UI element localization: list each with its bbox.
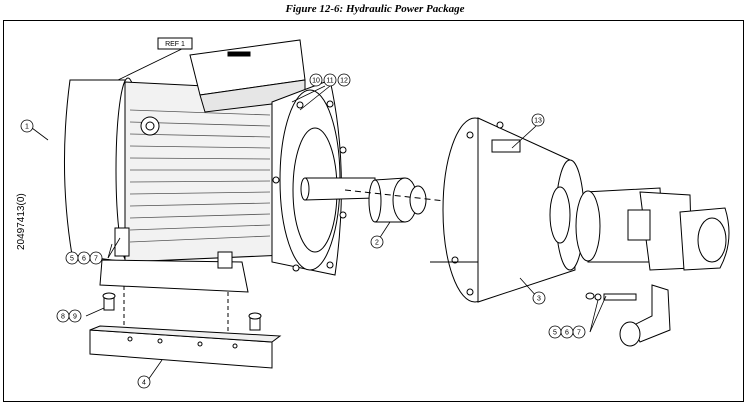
callout-6-left: 6 bbox=[82, 256, 86, 263]
mounting-bolts bbox=[102, 286, 262, 340]
bell-housing bbox=[430, 117, 585, 303]
callout-2: 2 bbox=[375, 240, 379, 247]
callout-4: 4 bbox=[142, 380, 146, 387]
base-rail bbox=[89, 325, 282, 369]
figure-title: Figure 12-6: Hydraulic Power Package bbox=[285, 3, 465, 15]
ref-callout-label: REF 1 bbox=[165, 41, 185, 48]
callout-circles bbox=[20, 73, 586, 389]
motor-shaft bbox=[300, 177, 376, 201]
leader-lines bbox=[31, 44, 607, 381]
electric-motor bbox=[124, 81, 286, 263]
callout-9: 9 bbox=[73, 314, 77, 321]
callout-1: 1 bbox=[25, 124, 29, 131]
drawing-number: 20497413(0) bbox=[16, 193, 27, 250]
callout-12: 12 bbox=[340, 78, 348, 85]
callout-5-left: 5 bbox=[70, 256, 74, 263]
callout-7-right: 7 bbox=[577, 330, 581, 337]
motor-feet bbox=[99, 227, 249, 293]
callout-7-left: 7 bbox=[94, 256, 98, 263]
drawing-frame bbox=[3, 20, 744, 402]
callout-11: 11 bbox=[326, 78, 333, 85]
callout-3: 3 bbox=[537, 296, 541, 303]
callout-10: 10 bbox=[312, 78, 320, 85]
callout-13: 13 bbox=[534, 118, 542, 125]
callout-8: 8 bbox=[61, 314, 65, 321]
ref-callout-box bbox=[157, 37, 193, 50]
shaft-coupling bbox=[368, 177, 427, 223]
callout-6-right: 6 bbox=[565, 330, 569, 337]
hydraulic-pump bbox=[575, 187, 730, 347]
callout-5-right: 5 bbox=[553, 330, 557, 337]
